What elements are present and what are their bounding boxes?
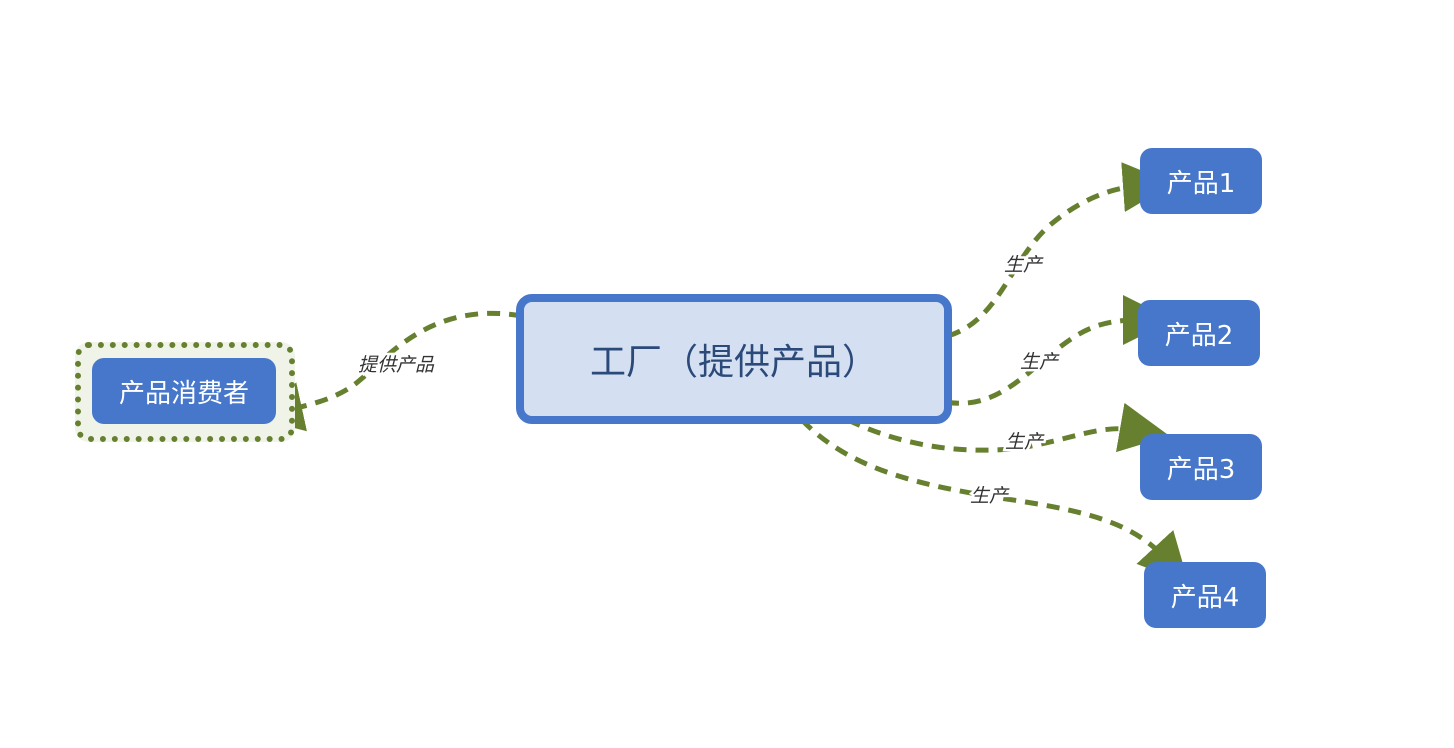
node-product-3[interactable]: 产品3 xyxy=(1140,434,1262,500)
node-consumer[interactable]: 产品消费者 xyxy=(92,358,276,424)
edge-factory-to-product-3 xyxy=(846,402,1170,453)
edge-label-produce-3: 生产 xyxy=(1005,431,1045,453)
edge-label-produce-4: 生产 xyxy=(970,485,1010,507)
edge-label-produce-2: 生产 xyxy=(1020,351,1060,373)
edge-label-supply: 提供产品 xyxy=(358,354,435,376)
edge-factory-to-product-1 xyxy=(947,162,1173,339)
node-product-2[interactable]: 产品2 xyxy=(1138,300,1260,366)
edge-label-produce-1: 生产 xyxy=(1004,254,1044,276)
node-product-4[interactable]: 产品4 xyxy=(1144,562,1266,628)
edge-factory-to-consumer xyxy=(252,310,523,432)
node-product-1[interactable]: 产品1 xyxy=(1140,148,1262,214)
node-factory[interactable]: 工厂（提供产品） xyxy=(516,294,952,424)
edge-factory-to-product-2 xyxy=(945,295,1173,406)
